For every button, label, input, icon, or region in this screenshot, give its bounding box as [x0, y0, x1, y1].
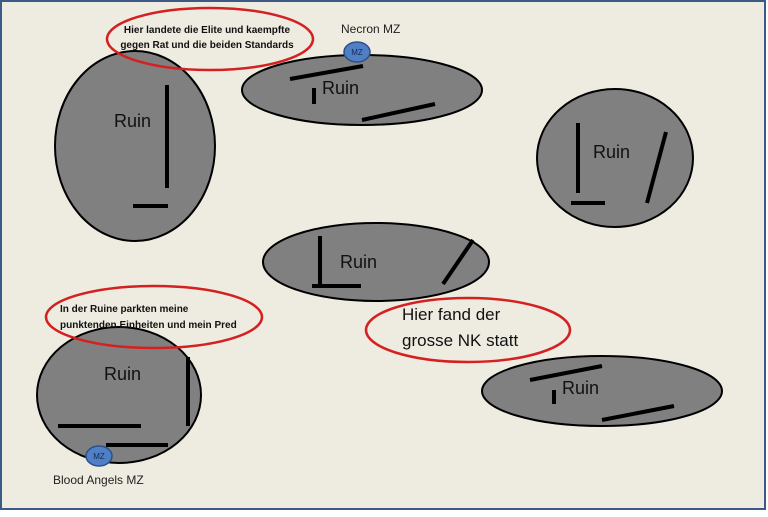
ruin-label: Ruin [322, 78, 359, 98]
objective-marker-icon [85, 445, 113, 467]
ruin-wall [601, 404, 675, 422]
callout-ruin-parking: In der Ruine parkten meine punktenden Ei… [44, 284, 264, 350]
ruin-terrain-right: Ruin [536, 88, 694, 228]
ruin-terrain-lower-left: Ruin [36, 326, 202, 464]
objective-marker-icon [343, 41, 371, 63]
marker-badge: MZ [93, 452, 105, 461]
ruin-label: Ruin [562, 378, 599, 398]
ruin-footprint [54, 50, 216, 242]
callout-text-line: In der Ruine parkten meine [60, 304, 189, 315]
marker-label: Necron MZ [341, 22, 400, 36]
ruin-terrain-top: Ruin [241, 54, 483, 126]
marker-blood-angels: MZ Blood Angels MZ [53, 445, 144, 487]
ruin-footprint [36, 326, 202, 464]
ruin-wall [289, 64, 364, 81]
ruin-terrain-lower-right: Ruin [481, 355, 723, 427]
marker-necron: Necron MZ MZ [341, 22, 400, 63]
callout-ellipse [105, 6, 315, 72]
ruin-wall [361, 102, 436, 122]
callout-ellipse [364, 296, 572, 364]
callout-text-line: Hier fand der [402, 305, 501, 324]
ruin-terrain-left: Ruin [54, 50, 216, 242]
ruin-wall [441, 238, 475, 286]
ruin-label: Ruin [114, 111, 151, 131]
ruin-label: Ruin [104, 364, 141, 384]
callout-text-line: punktenden Einheiten und mein Pred [60, 320, 237, 331]
ruin-wall [645, 131, 668, 204]
ruin-terrain-center: Ruin [262, 222, 490, 302]
ruin-label: Ruin [340, 252, 377, 272]
ruin-wall [529, 364, 603, 382]
callout-text-line: grosse NK statt [402, 331, 518, 350]
callout-text-line: Hier landete die Elite und kaempfte [124, 25, 291, 36]
marker-label: Blood Angels MZ [53, 473, 144, 487]
callout-close-combat: Hier fand der grosse NK statt [364, 296, 572, 364]
marker-badge: MZ [351, 48, 363, 57]
callout-ellipse [44, 284, 264, 350]
callout-text-line: gegen Rat und die beiden Standards [120, 40, 294, 51]
callout-elite-landing: Hier landete die Elite und kaempfte gege… [105, 6, 315, 72]
ruin-label: Ruin [593, 142, 630, 162]
